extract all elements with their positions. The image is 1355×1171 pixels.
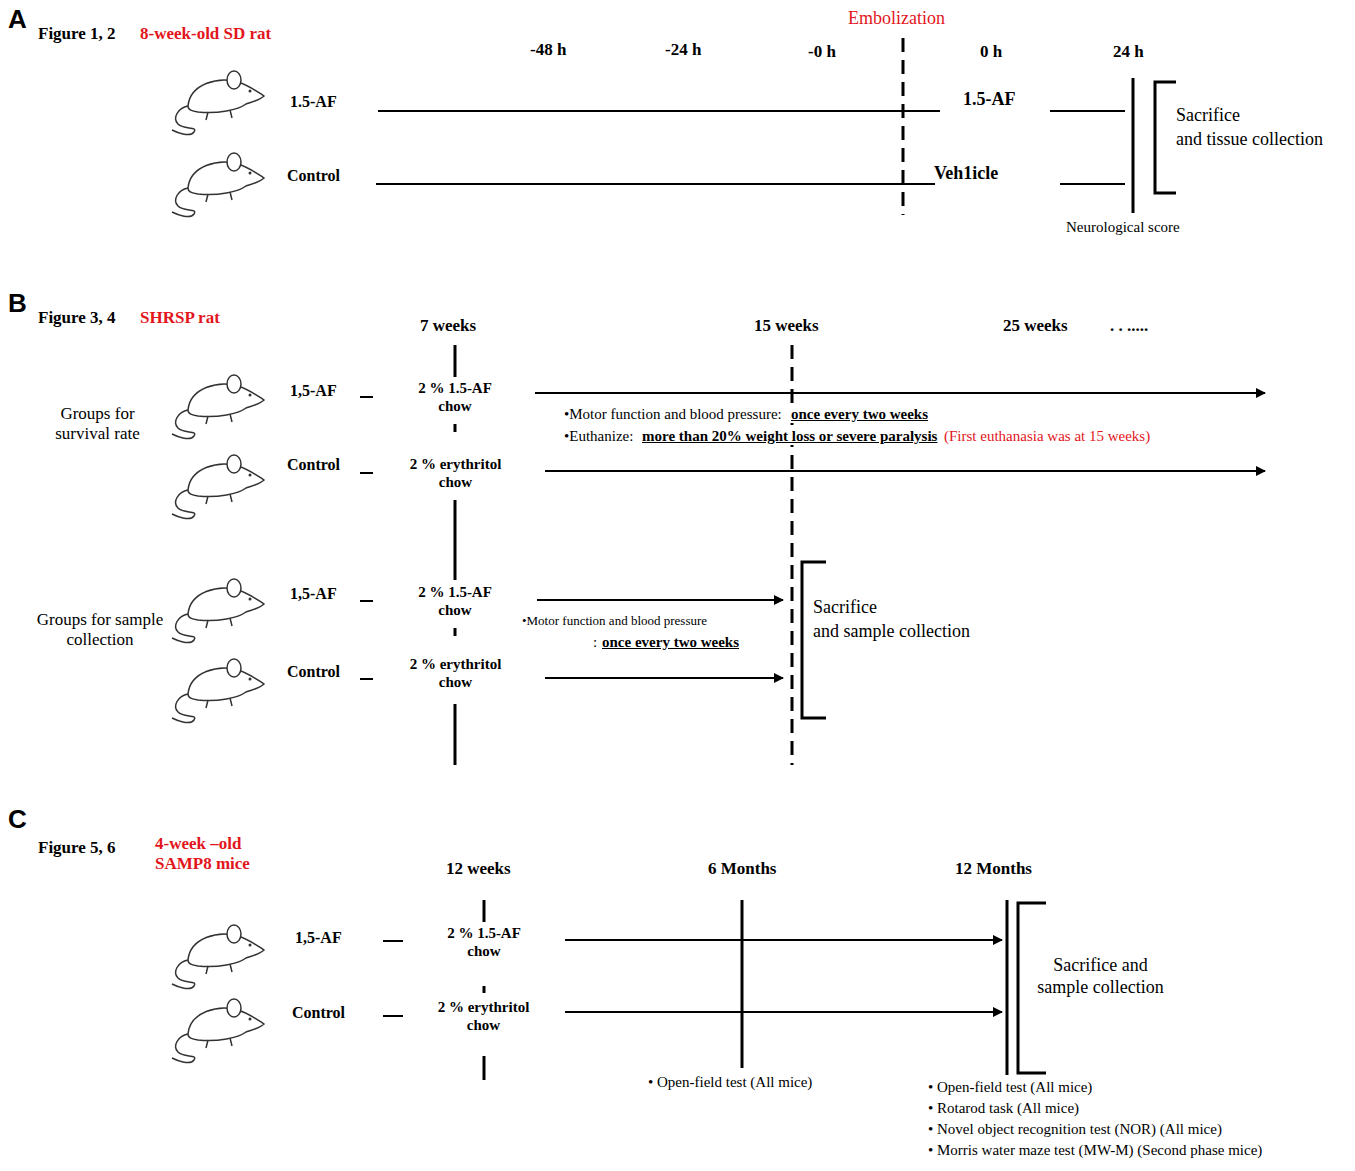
timeline-label: Embolization — [848, 8, 945, 30]
timeline-label: once every two weeks — [602, 633, 739, 651]
timeline-label: • Morris water maze test (MW-M) (Second … — [928, 1141, 1262, 1159]
timeline-label: Figure 1, 2 — [38, 24, 116, 44]
timeline-label: 2 % 1.5-AF chow — [405, 379, 505, 415]
timeline-label: Sacrifice and sample collection — [1028, 955, 1173, 998]
timeline-label: • Novel object recognition test (NOR) (A… — [928, 1120, 1222, 1138]
timeline-label: B — [8, 288, 27, 319]
timeline-label: Groups for sample collection — [25, 610, 175, 651]
timeline-label: Groups for survival rate — [35, 404, 160, 445]
timeline-label: 1,5-AF — [295, 928, 342, 947]
timeline-label: Figure 3, 4 — [38, 308, 116, 328]
timeline-label: Veh1icle — [934, 163, 998, 185]
timeline-label: 7 weeks — [420, 316, 476, 336]
timeline-label: 12 weeks — [446, 859, 511, 879]
timeline-label: • Rotarod task (All mice) — [928, 1099, 1079, 1117]
timeline-label: 2 % erythritol chow — [398, 655, 513, 691]
timeline-label: 4-week –old SAMP8 mice — [155, 834, 275, 875]
timeline-label: more than 20% weight loss or severe para… — [640, 427, 939, 445]
timeline-label: 1.5-AF — [290, 92, 337, 111]
timeline-label: . . ..... — [1110, 316, 1148, 336]
timeline-label: Control — [287, 662, 340, 681]
timeline-label: • Open-field test (All mice) — [928, 1078, 1092, 1096]
timeline-label: 2 % erythritol chow — [426, 998, 541, 1034]
timeline-label: 6 Months — [708, 859, 776, 879]
timeline-label: 2 % 1.5-AF chow — [405, 583, 505, 619]
timeline-label: A — [8, 4, 27, 35]
timeline-label: (First euthanasia was at 15 weeks) — [944, 427, 1150, 445]
timeline-label: 24 h — [1113, 42, 1144, 62]
timeline-label: 0 h — [980, 42, 1002, 62]
timeline-label: Neurological score — [1066, 218, 1180, 236]
timeline-label: •Motor function and blood pressure: — [562, 405, 784, 423]
timeline-label: 12 Months — [955, 859, 1032, 879]
timeline-label: • Open-field test (All mice) — [648, 1073, 812, 1091]
timeline-label: SHRSP rat — [140, 308, 220, 328]
timeline-label: 2 % erythritol chow — [398, 455, 513, 491]
timeline-label: Sacrifice — [813, 597, 877, 619]
timeline-label: Sacrifice — [1176, 105, 1240, 127]
timeline-label: •Euthanize: — [562, 427, 635, 445]
timeline-label: Figure 5, 6 — [38, 838, 116, 858]
timeline-label: : — [593, 633, 597, 651]
timeline-label: Control — [292, 1003, 345, 1022]
timeline-label: and tissue collection — [1176, 129, 1323, 151]
timeline-label: 1,5-AF — [290, 584, 337, 603]
timeline-label: 1.5-AF — [963, 89, 1016, 111]
timeline-label: and sample collection — [813, 621, 970, 643]
mouse-icons — [172, 71, 264, 1063]
timeline-label: Control — [287, 166, 340, 185]
timeline-label: -0 h — [808, 42, 836, 62]
timeline-label: 1,5-AF — [290, 381, 337, 400]
timeline-label: 15 weeks — [754, 316, 819, 336]
timeline-label: Control — [287, 455, 340, 474]
timeline-label: C — [8, 804, 27, 835]
timeline-label: 2 % 1.5-AF chow — [434, 924, 534, 960]
timeline-label: -24 h — [665, 40, 701, 60]
timeline-label: 8-week-old SD rat — [140, 24, 271, 44]
timeline-label: 25 weeks — [1003, 316, 1068, 336]
timeline-lines — [360, 38, 1265, 1080]
timeline-label: -48 h — [530, 40, 566, 60]
timeline-label: once every two weeks — [789, 405, 930, 423]
timeline-label: •Motor function and blood pressure — [522, 613, 707, 629]
